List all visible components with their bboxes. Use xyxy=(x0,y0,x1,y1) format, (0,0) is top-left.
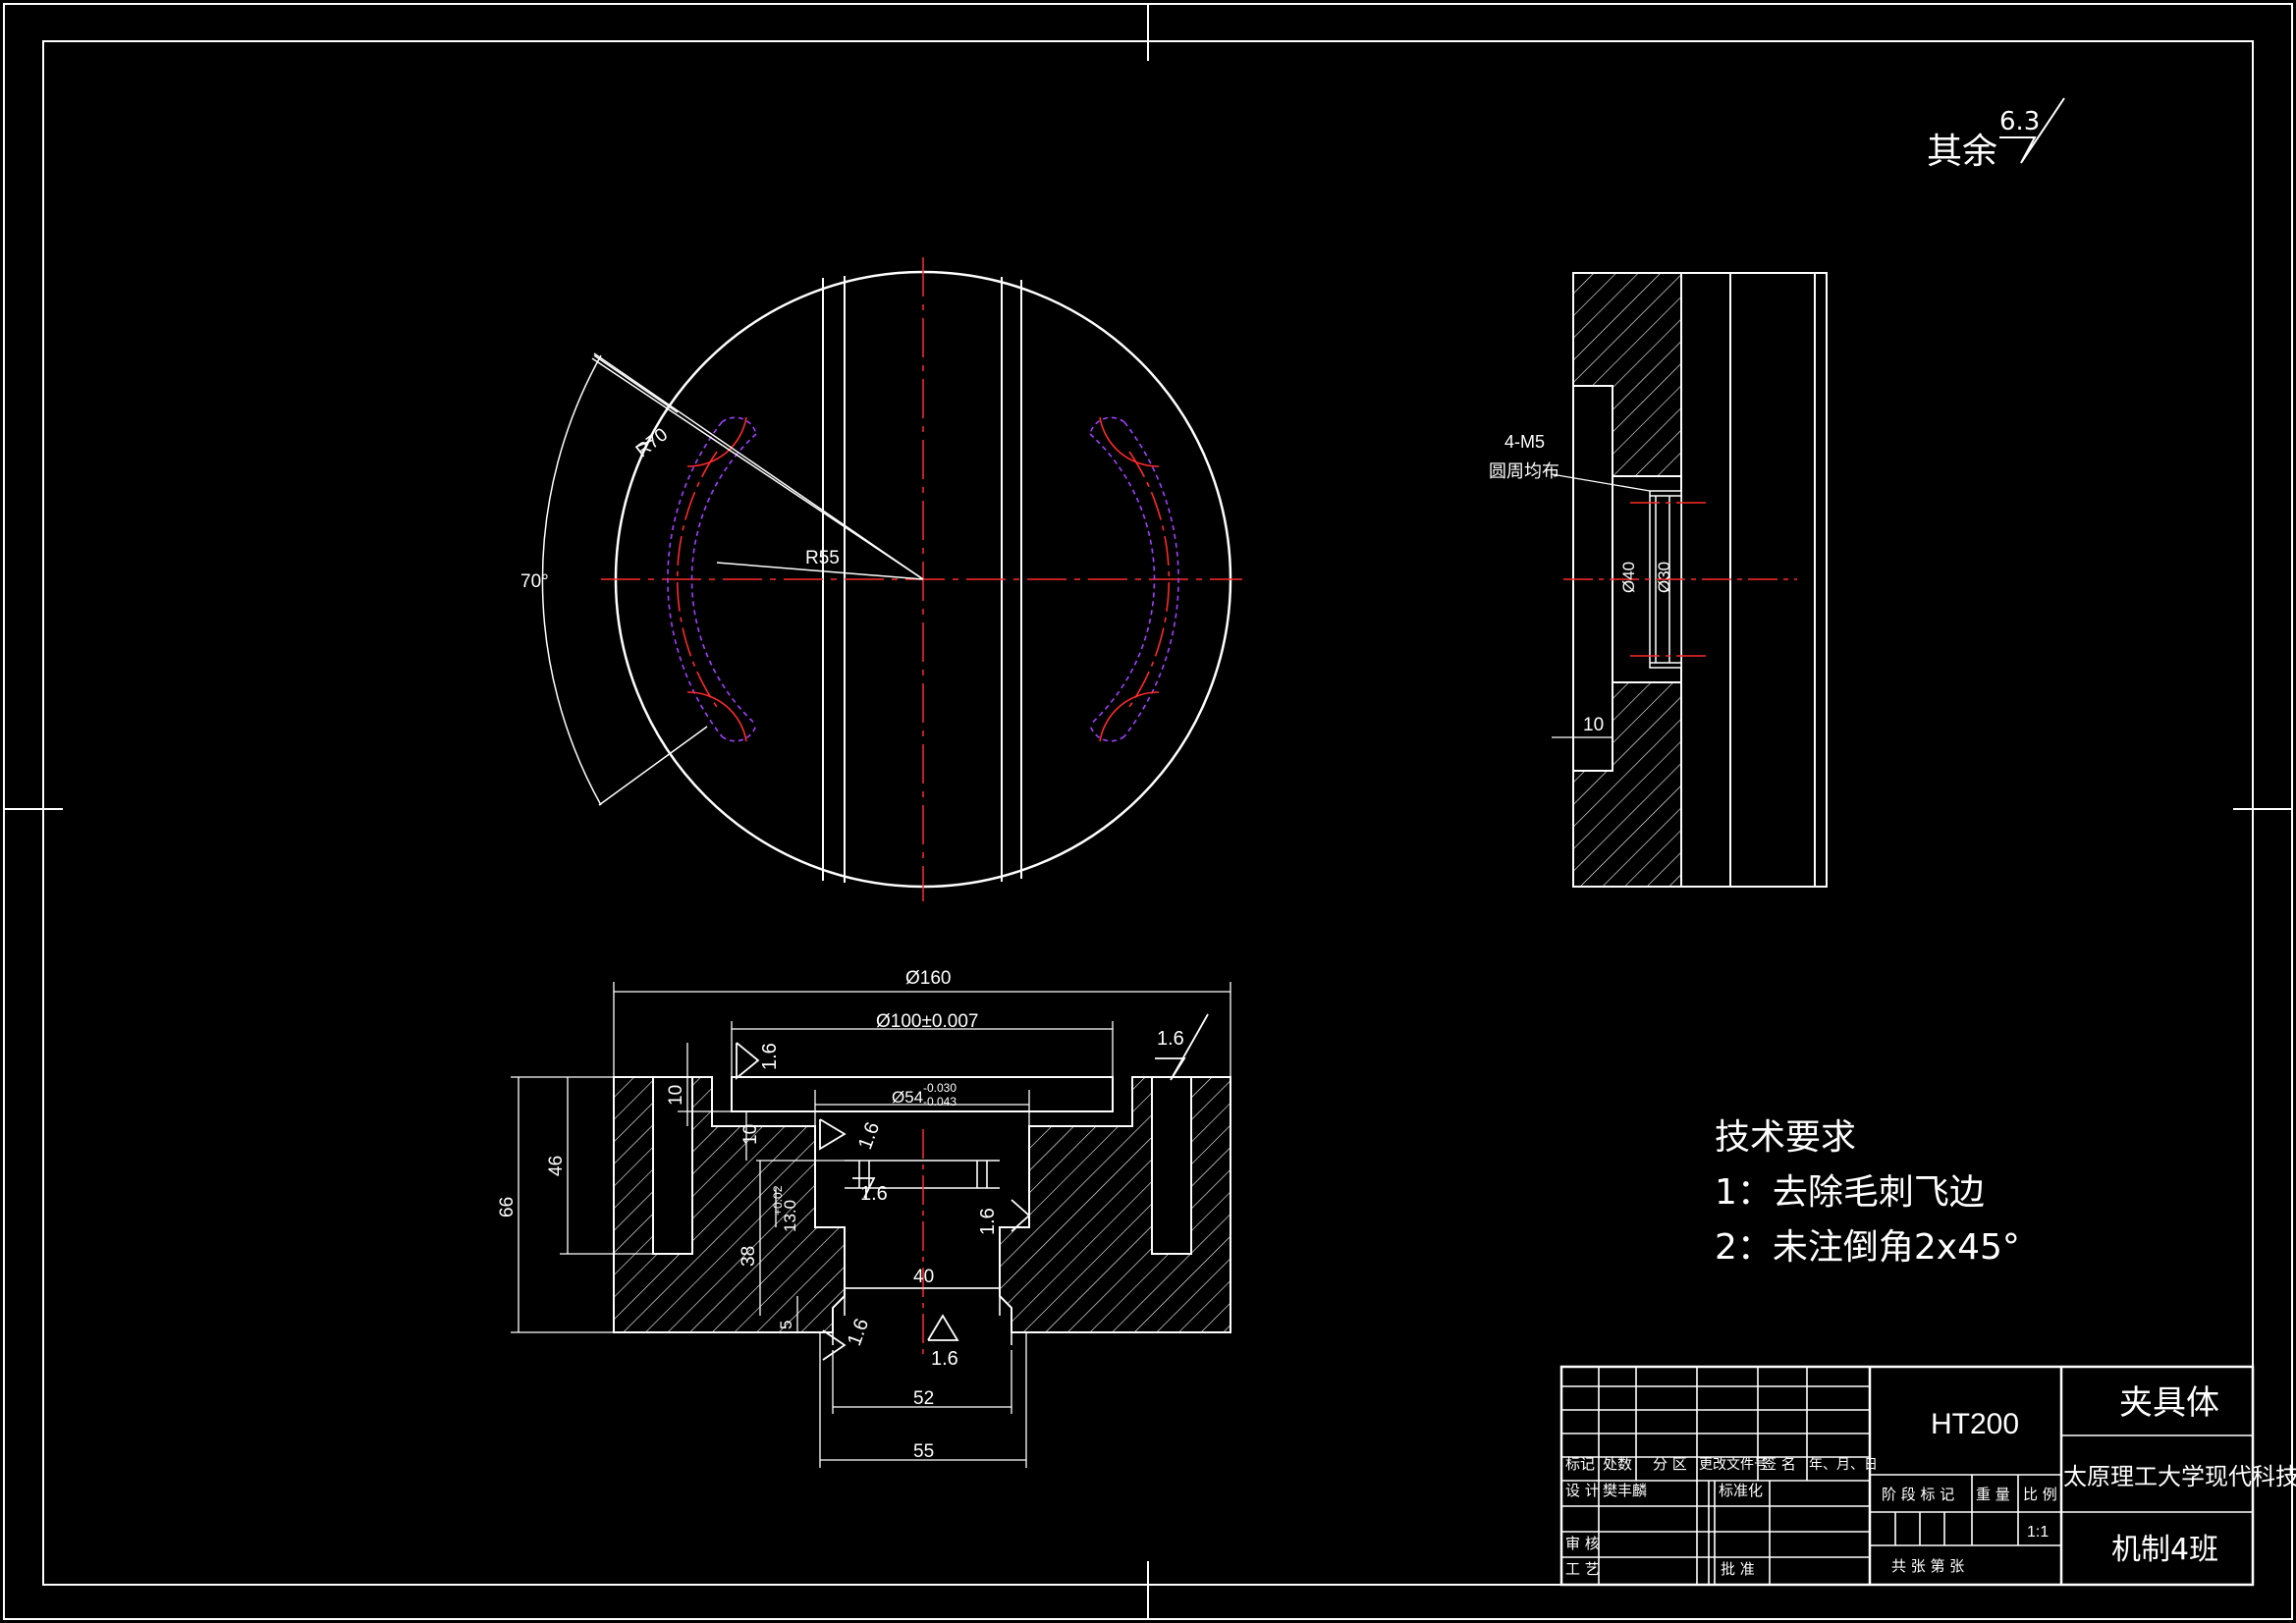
h10a-label: 10 xyxy=(666,1085,686,1106)
class-name: 机制4班 xyxy=(2111,1533,2218,1567)
col-change-doc: 更改文件号 xyxy=(1699,1457,1768,1473)
h5-label: 5 xyxy=(777,1321,795,1329)
r55-label: R55 xyxy=(805,548,840,568)
h46-label: 46 xyxy=(546,1156,567,1176)
w52-label: 52 xyxy=(913,1388,934,1409)
section-view: Ø160 Ø100±0.007 Ø54 -0.030 -0.043 66 46 … xyxy=(497,968,1231,1468)
weight-label: 重 量 xyxy=(1976,1486,2010,1503)
surface-roughness-note: 其余 6.3 xyxy=(1927,97,2065,172)
technical-requirements: 技术要求 1：去除毛刺飞边 2：未注倒角2x45° xyxy=(1715,1117,2020,1268)
title-block-text: HT200 夹具体 太原理工大学现代科技学院 机制4班 标记 处数 分 区 更改… xyxy=(1565,1383,2296,1578)
col-date: 年、月、日 xyxy=(1809,1457,1878,1473)
col-count: 处数 xyxy=(1603,1455,1632,1473)
roughness-2: 1.6 xyxy=(1157,1028,1184,1050)
side-10-label: 10 xyxy=(1583,715,1604,735)
side-view: 4-M5 圆周均布 Ø40 Ø30 10 xyxy=(1489,272,1828,888)
h66-label: 66 xyxy=(497,1197,518,1217)
h10b-label: 10 xyxy=(740,1124,761,1145)
school-name: 太原理工大学现代科技学院 xyxy=(2063,1463,2296,1490)
d54-lower-tolerance: -0.043 xyxy=(923,1095,957,1109)
col-mark: 标记 xyxy=(1565,1455,1595,1473)
stage-mark-label: 阶 段 标 记 xyxy=(1882,1486,1954,1503)
approve-label: 批 准 xyxy=(1721,1560,1755,1578)
d100-label: Ø100±0.007 xyxy=(876,1011,978,1032)
col-signature: 签 名 xyxy=(1762,1455,1796,1473)
thread-note: 4-M5 xyxy=(1504,432,1545,452)
scale-value: 1:1 xyxy=(2027,1524,2049,1541)
process-label: 工 艺 xyxy=(1565,1560,1600,1578)
roughness-4: 1.6 xyxy=(860,1183,888,1205)
designer-name: 樊丰麟 xyxy=(1603,1482,1647,1499)
title-block xyxy=(1559,1365,2255,1587)
roughness-1: 1.6 xyxy=(759,1043,781,1070)
roughness-5: 1.6 xyxy=(977,1208,999,1235)
roughness-7: 1.6 xyxy=(931,1348,958,1370)
w40-label: 40 xyxy=(913,1267,934,1287)
angle-label: 70° xyxy=(520,571,549,592)
d30-label: Ø30 xyxy=(1655,562,1673,593)
d40-label: Ø40 xyxy=(1619,562,1638,593)
review-label: 审 核 xyxy=(1565,1535,1600,1552)
h13-tolerance: +0.02 xyxy=(771,1185,785,1216)
ratio-label: 比 例 xyxy=(2023,1486,2057,1503)
col-zone: 分 区 xyxy=(1653,1455,1687,1473)
material-label: HT200 xyxy=(1931,1408,2019,1440)
h38-label: 38 xyxy=(738,1246,759,1267)
top-view: R70 R55 70° xyxy=(520,257,1242,901)
r70-label: R70 xyxy=(632,424,672,461)
roughness-3: 1.6 xyxy=(854,1119,884,1153)
sheet-count: 共 张 第 张 xyxy=(1891,1557,1964,1575)
roughness-prefix: 其余 xyxy=(1927,132,1997,172)
roughness-6: 1.6 xyxy=(844,1316,873,1349)
d160-label: Ø160 xyxy=(905,968,951,989)
design-label: 设 计 xyxy=(1565,1482,1600,1499)
tech-req-item-2: 2：未注倒角2x45° xyxy=(1715,1227,2020,1268)
thread-distribution-note: 圆周均布 xyxy=(1489,461,1559,482)
sheet-frame xyxy=(3,3,2293,1620)
roughness-symbols xyxy=(736,1013,1209,1361)
tech-req-title: 技术要求 xyxy=(1715,1117,1856,1158)
roughness-value: 6.3 xyxy=(1999,107,2040,136)
tech-req-item-1: 1：去除毛刺飞边 xyxy=(1715,1172,1985,1213)
part-name: 夹具体 xyxy=(2119,1383,2219,1423)
w55-label: 55 xyxy=(913,1441,934,1462)
standardization-label: 标准化 xyxy=(1719,1482,1763,1499)
d54-label: Ø54 xyxy=(892,1088,923,1107)
h13-label: 13.0 xyxy=(781,1200,799,1232)
d54-upper-tolerance: -0.030 xyxy=(923,1081,957,1095)
